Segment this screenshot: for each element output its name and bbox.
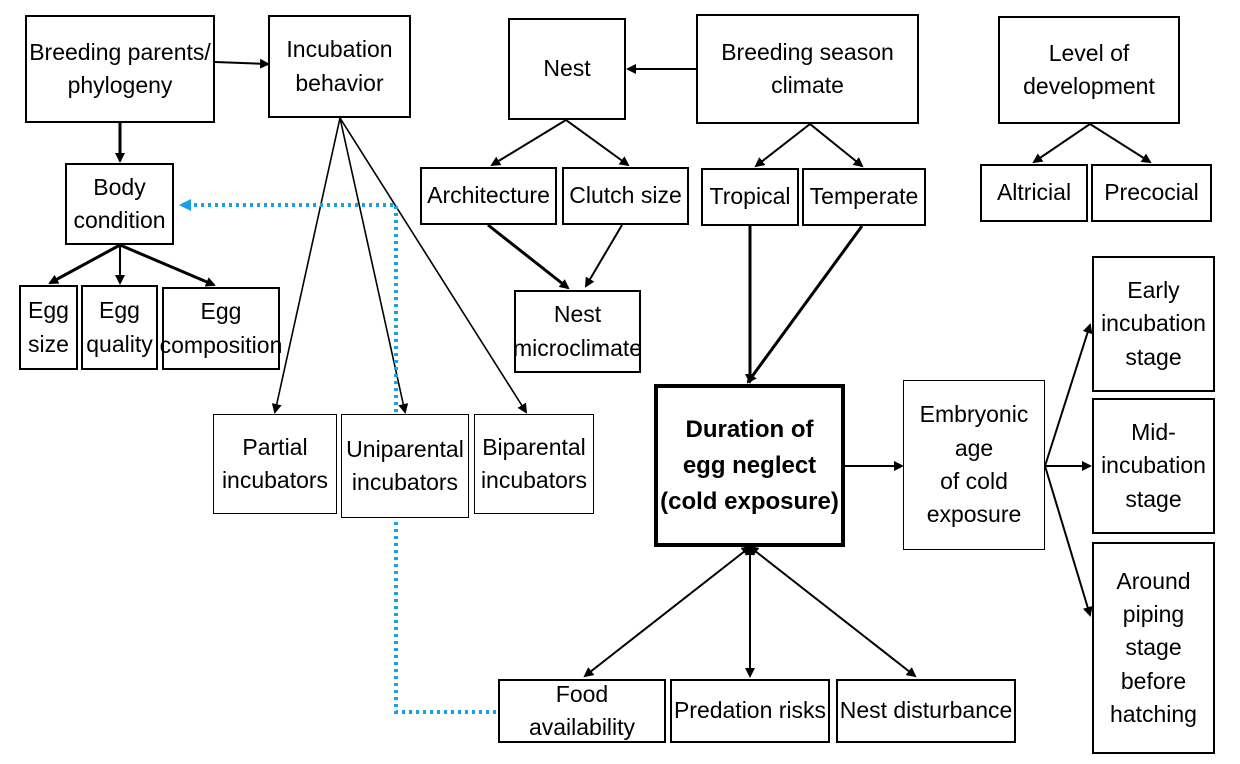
node-nest: Nest (508, 18, 626, 120)
node-predation-risks: Predation risks (670, 679, 830, 743)
edge-development-to-altricial (1032, 123, 1091, 164)
edge-incubation-to-partial (271, 117, 341, 414)
node-body-condition: Body condition (65, 163, 174, 245)
node-egg-quality: Egg quality (81, 285, 158, 370)
node-early-incubation-stage: Early incubation stage (1092, 256, 1215, 392)
node-embryonic-age: Embryonic age of cold exposure (903, 380, 1045, 550)
node-egg-size: Egg size (19, 285, 78, 370)
node-uniparental-incubators: Uniparental incubators (341, 414, 469, 518)
node-architecture: Architecture (420, 167, 557, 225)
edge-incubation-to-biparental (339, 117, 528, 414)
node-breeding-parents: Breeding parents/ phylogeny (25, 15, 215, 123)
node-breeding-season-climate: Breeding season climate (696, 14, 919, 124)
node-temperate: Temperate (802, 168, 926, 226)
edge-nest-to-architecture (490, 119, 567, 167)
node-clutch-size: Clutch size (562, 167, 689, 225)
node-food-availability: Food availability (498, 679, 666, 743)
node-nest-microclimate: Nest microclimate (513, 290, 642, 373)
edge-body-to-egg-composition (119, 243, 216, 287)
node-altricial: Altricial (980, 164, 1088, 222)
edge-development-to-precocial (1089, 123, 1152, 164)
node-precocial: Precocial (1091, 164, 1212, 222)
edge-temperate-to-duration (746, 225, 864, 384)
edge-architecture-to-microclimate (487, 223, 570, 290)
node-around-piping-stage: Around piping stage before hatching (1092, 542, 1215, 754)
edge-age-to-early-stage (1044, 323, 1093, 467)
edge-body-to-egg-size (48, 243, 121, 285)
node-biparental-incubators: Biparental incubators (474, 414, 594, 514)
node-duration-of-egg-neglect: Duration of egg neglect (cold exposure) (654, 384, 845, 547)
edge-parents-to-incubation (214, 58, 270, 69)
edge-age-to-piping-stage (1044, 465, 1093, 617)
node-partial-incubators: Partial incubators (213, 414, 337, 514)
edge-clutch-to-microclimate (584, 224, 623, 288)
node-level-of-development: Level of development (998, 16, 1180, 124)
dotted-link-food-to-uniparental (394, 518, 496, 714)
edge-climate-to-tropical (754, 123, 811, 168)
node-tropical: Tropical (701, 168, 799, 226)
edge-climate-to-temperate (809, 123, 864, 168)
edge-nest-to-clutch (565, 119, 630, 167)
node-nest-disturbance: Nest disturbance (836, 679, 1016, 743)
edge-duration-disturbance (748, 545, 917, 678)
edge-duration-food (583, 545, 752, 678)
node-incubation-behavior: Incubation behavior (268, 15, 411, 118)
node-egg-composition: Egg composition (160, 287, 282, 370)
node-mid-incubation-stage: Mid- incubation stage (1092, 398, 1215, 534)
